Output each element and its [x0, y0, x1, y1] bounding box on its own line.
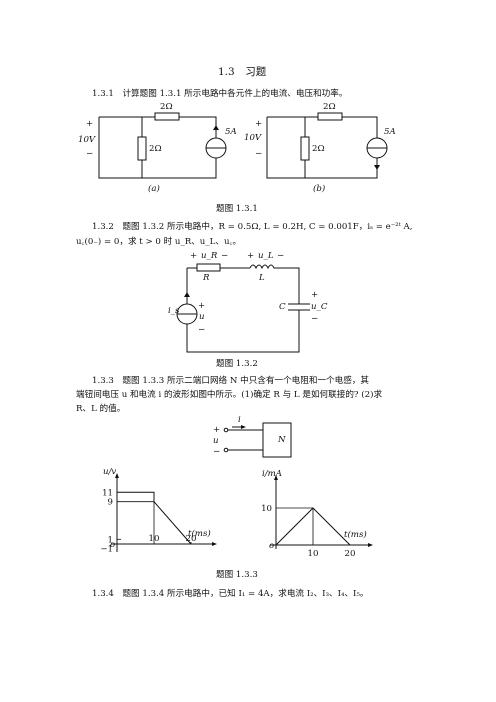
- chart-1-origin: o: [269, 541, 274, 551]
- rlc-uL-minus: −: [277, 251, 285, 261]
- rlc-label-uL: u_L: [258, 251, 274, 261]
- rlc-label-uR: u_R: [201, 251, 218, 261]
- caption-1-3-1: 题图 1.3.1: [216, 204, 258, 214]
- rlc-uL-plus: +: [247, 251, 255, 261]
- network-arrowhead-icon: [241, 425, 246, 429]
- chart-0-origin: o: [110, 540, 115, 550]
- rlc-arrowhead-icon: [184, 292, 190, 297]
- problem-1-3-2-line2: u꜀(0₋) = 0，求 t > 0 时 u_R、u_L、u꜀。: [76, 237, 242, 247]
- chart-1-xlabel: t(ms): [344, 529, 367, 540]
- rlc-inductor: [249, 264, 278, 270]
- circuit-a-arrowhead-icon: [213, 125, 219, 130]
- chart-1-ytick-0: 10: [261, 504, 272, 514]
- chart-1-y-arrow-icon: [274, 475, 278, 480]
- circuit-a-label-r-top: 2Ω: [160, 102, 173, 112]
- circuit-b-minus: −: [255, 149, 263, 159]
- rlc-label-L: L: [259, 273, 265, 283]
- problem-1-3-1-text: 1.3.1 计算题图 1.3.1 所示电路中各元件上的电流、电压和功率。: [92, 89, 348, 99]
- network-minus: −: [213, 447, 221, 457]
- problem-1-3-3-line2: 端钮间电压 u 和电流 i 的波形如图中所示。(1)确定 R 与 L 是如何联接…: [76, 390, 383, 400]
- rlc-label-R: R: [203, 273, 210, 283]
- problem-1-3-4-text: 1.3.4 题图 1.3.4 所示电路中，已知 I₁ = 4A，求电流 I₂、I…: [92, 589, 369, 599]
- circuit-b-plus: +: [255, 119, 263, 129]
- chart-1-xtick-0: 10: [308, 549, 319, 559]
- rlc-uC-minus: −: [311, 314, 319, 324]
- circuit-b-resistor-mid: [300, 136, 310, 161]
- circuit-a: [98, 112, 227, 179]
- rlc-uC-plus: +: [311, 290, 319, 300]
- network-box: [262, 422, 292, 458]
- network-terminal-top: [223, 427, 229, 433]
- circuit-b-arrowhead-icon: [374, 165, 380, 170]
- rlc-uR-plus: +: [190, 251, 198, 261]
- chart-1-ylabel: i/mA: [262, 469, 282, 479]
- rlc-u-minus: −: [198, 325, 206, 335]
- chart-0-ytick-2: 1: [108, 535, 113, 545]
- chart-0-xtick-1: 20: [186, 534, 197, 544]
- circuit-a-plus: +: [86, 119, 94, 129]
- chart-1-x-arrow-icon: [368, 543, 373, 547]
- circuit-a-sub: (a): [148, 184, 160, 194]
- rlc-label-u: u: [199, 312, 205, 322]
- circuit-b-label-i: 5A: [384, 127, 396, 137]
- problem-1-3-2-line1: 1.3.2 题图 1.3.2 所示电路中，R = 0.5Ω, L = 0.2H,…: [92, 222, 413, 232]
- circuit-a-label-i: 5A: [225, 127, 237, 137]
- circuit-b-resistor-top: [317, 112, 343, 121]
- chart-0-ytick-1: 9: [108, 498, 113, 508]
- network-label-u: u: [213, 436, 219, 446]
- section-title: 1.3 习题: [218, 66, 267, 78]
- network-label-n: N: [278, 435, 286, 445]
- circuit-b-label-r-top: 2Ω: [323, 102, 336, 112]
- rlc-uR-minus: −: [221, 251, 229, 261]
- chart-0-y-arrow-icon: [115, 473, 119, 478]
- circuit-a-minus: −: [86, 149, 94, 159]
- chart-0-x-arrow-icon: [212, 542, 217, 546]
- chart-0-xlabel: t(ms): [188, 528, 211, 539]
- network-label-i: i: [238, 415, 241, 425]
- rlc-u-plus: +: [198, 301, 206, 311]
- rlc-label-is: i_s: [168, 306, 180, 316]
- circuit-a-label-r-mid: 2Ω: [149, 144, 162, 154]
- problem-1-3-3-line1: 1.3.3 题图 1.3.3 所示二端口网络 N 中只含有一个电阻和一个电感，其: [92, 376, 370, 386]
- circuit-b-label-r-mid: 2Ω: [312, 144, 325, 154]
- caption-1-3-3: 题图 1.3.3: [216, 570, 258, 580]
- circuit-b-sub: (b): [313, 184, 326, 194]
- circuit-b: [266, 112, 388, 179]
- rlc-label-C: C: [279, 302, 286, 312]
- rlc-label-uC: u_C: [311, 302, 328, 312]
- network-plus: +: [213, 425, 221, 435]
- network-terminal-bottom: [223, 447, 229, 453]
- caption-1-3-2: 题图 1.3.2: [216, 359, 258, 369]
- circuit-a-label-v: 10V: [78, 135, 96, 145]
- chart-0-ytick-0: 11: [102, 488, 113, 498]
- problem-1-3-3-line3: R、L 的值。: [76, 404, 126, 414]
- chart-1-xtick-1: 20: [345, 549, 356, 559]
- circuit-b-label-v: 10V: [244, 133, 262, 143]
- circuit-a-resistor-top: [154, 112, 180, 121]
- chart-0-ytick-3: −1: [100, 545, 113, 555]
- circuit-a-resistor-mid: [137, 136, 147, 161]
- chart-0-ylabel: u/v: [103, 467, 116, 477]
